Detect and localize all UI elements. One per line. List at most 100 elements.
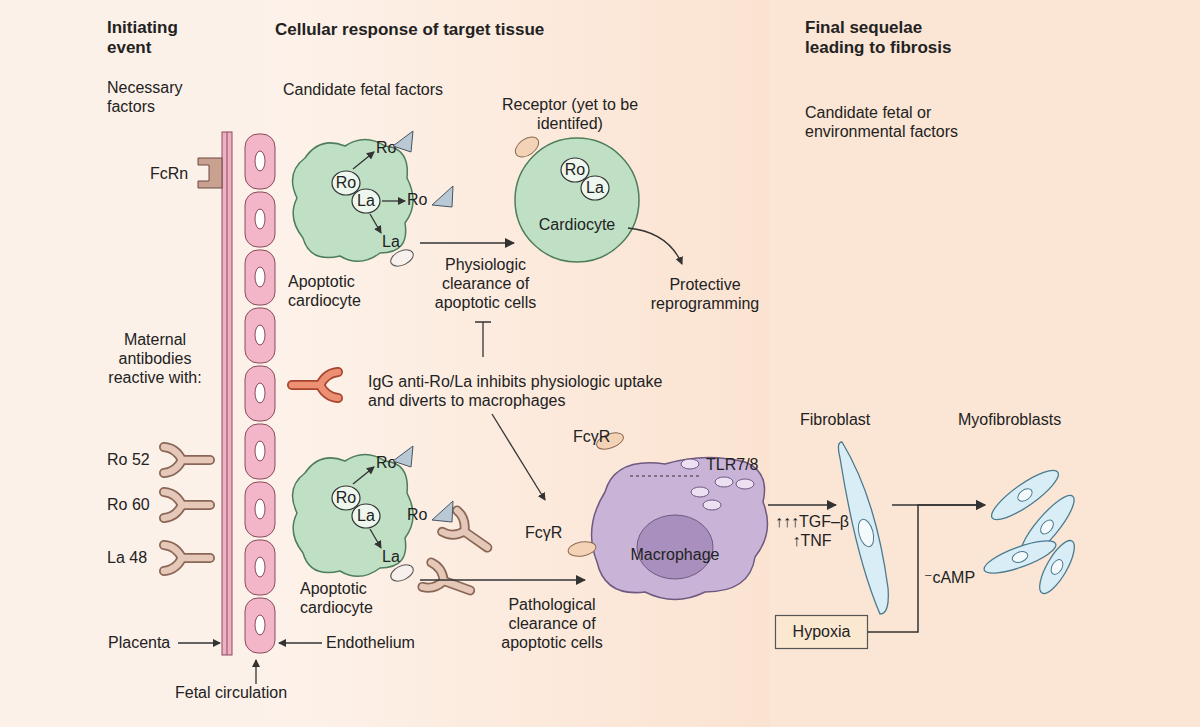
antigen-arrow (370, 214, 381, 233)
text-label: Initiating event (107, 18, 207, 59)
antigen-circle (561, 158, 589, 182)
fcrn-receptor (198, 158, 222, 188)
node-text: Myofibroblasts (958, 410, 1098, 429)
node-text: Ro (331, 488, 361, 507)
panel-left (0, 0, 265, 727)
node-text: La (351, 506, 381, 525)
shape-outline (585, 452, 768, 602)
cell-nucleus (255, 499, 265, 519)
endothelial-cell (245, 598, 275, 653)
leader-line (178, 642, 220, 643)
node-text: Ro (331, 173, 361, 192)
endothelial-cell (245, 192, 275, 247)
text-label: FcγR (573, 427, 623, 446)
text-label: Endothelium (326, 633, 436, 652)
text-label: Receptor (yet to be identifed) (495, 95, 645, 133)
node-text: La (580, 178, 610, 197)
antigen-arrow (370, 529, 381, 548)
endothelial-cell (245, 482, 275, 537)
edge-label: Pathological clearance of apoptotic cell… (482, 595, 622, 653)
fcgr-receptor (567, 540, 597, 559)
antibody (164, 447, 210, 473)
endothelial-cell (245, 424, 275, 479)
cell-nucleus (856, 518, 877, 549)
cell-nucleus (255, 209, 265, 229)
antigen-node: La (351, 503, 381, 529)
cell-nucleus (255, 557, 265, 577)
cell-nucleus (255, 325, 265, 345)
text-label: Necessary factors (107, 78, 207, 116)
cell-outline (515, 138, 639, 262)
text-label: Ro 52 (107, 450, 167, 469)
process-box: Hypoxia (775, 615, 868, 649)
macrophage-outline (592, 457, 768, 599)
box-outline (776, 616, 868, 649)
cell-nucleus (255, 383, 265, 403)
endothelial-cell (245, 308, 275, 363)
endothelial-cell (245, 134, 275, 189)
text-label: Final sequelae leading to fibrosis (805, 18, 975, 59)
cell-nucleus (1016, 486, 1035, 503)
inhibition-line (482, 322, 483, 357)
text-label: Placenta (108, 633, 188, 652)
cell-nucleus (255, 441, 265, 461)
antibody (164, 492, 210, 518)
endosome (736, 479, 754, 489)
panel-middle (265, 0, 770, 727)
cell-outline (293, 140, 414, 262)
ro-antigen (393, 446, 413, 467)
connector-arrow (868, 505, 985, 632)
connector-arrow (892, 504, 985, 506)
reprogramming-arrow (628, 228, 682, 264)
edge-label: ↑↑↑TGF–β ↑TNF (772, 512, 852, 550)
antigen-circle (581, 176, 609, 200)
cell-nucleus (255, 267, 265, 287)
node-text: Apoptotic cardiocyte (288, 272, 388, 310)
ro-antigen (432, 186, 453, 207)
inhibition-bar (475, 321, 491, 323)
cell-nucleus (255, 615, 265, 635)
antigen-arrow (353, 152, 374, 169)
la-antigen (388, 562, 416, 585)
antigen-circle (332, 171, 360, 195)
endosome (703, 500, 721, 510)
endothelial-cell (245, 366, 275, 421)
endosome (715, 477, 733, 487)
la-antigen (388, 247, 416, 270)
endosome (691, 487, 709, 497)
text-label: Maternal antibodies reactive with: (100, 330, 210, 388)
cell-nucleus (255, 151, 265, 171)
node-text: Cardiocyte (532, 215, 622, 234)
text-label: La 48 (107, 548, 167, 567)
cell-outline (293, 455, 414, 577)
apoptotic-cardiocyte: RoRoLaApoptotic cardiocyteRoLa (285, 128, 420, 268)
endothelial-cell (245, 250, 275, 305)
node-text: Fibroblast (800, 410, 900, 429)
myofibroblast-outline (1033, 536, 1080, 598)
text-label: IgG anti-Ro/La inhibits physiologic upta… (368, 372, 668, 410)
macrophage-cell: TLR7/8Macrophage (585, 452, 768, 602)
text-label: Candidate fetal factors (283, 80, 533, 99)
text-label: FcγR (525, 523, 575, 542)
shape-outline (514, 137, 640, 263)
endothelial-cell (245, 540, 275, 595)
panel-right (770, 0, 1200, 727)
antigen-circle (332, 486, 360, 510)
antigen-arrow (353, 467, 374, 484)
ro-antigen (393, 131, 413, 152)
antibody-igg (292, 372, 338, 398)
text-label: FcRn (150, 164, 200, 183)
node-text: Hypoxia (775, 622, 868, 641)
text-label: Cellular response of target tissue (275, 20, 675, 40)
leader-line (279, 642, 322, 643)
cell-nucleus (1038, 518, 1056, 537)
placenta-bar (222, 132, 232, 655)
node-text: Apoptotic cardiocyte (300, 579, 400, 617)
node-text: Ro (376, 138, 402, 157)
cell-nucleus (1011, 550, 1029, 565)
text-label: Ro 60 (107, 495, 167, 514)
connector-arrow (420, 242, 514, 244)
leader-line (255, 660, 256, 684)
